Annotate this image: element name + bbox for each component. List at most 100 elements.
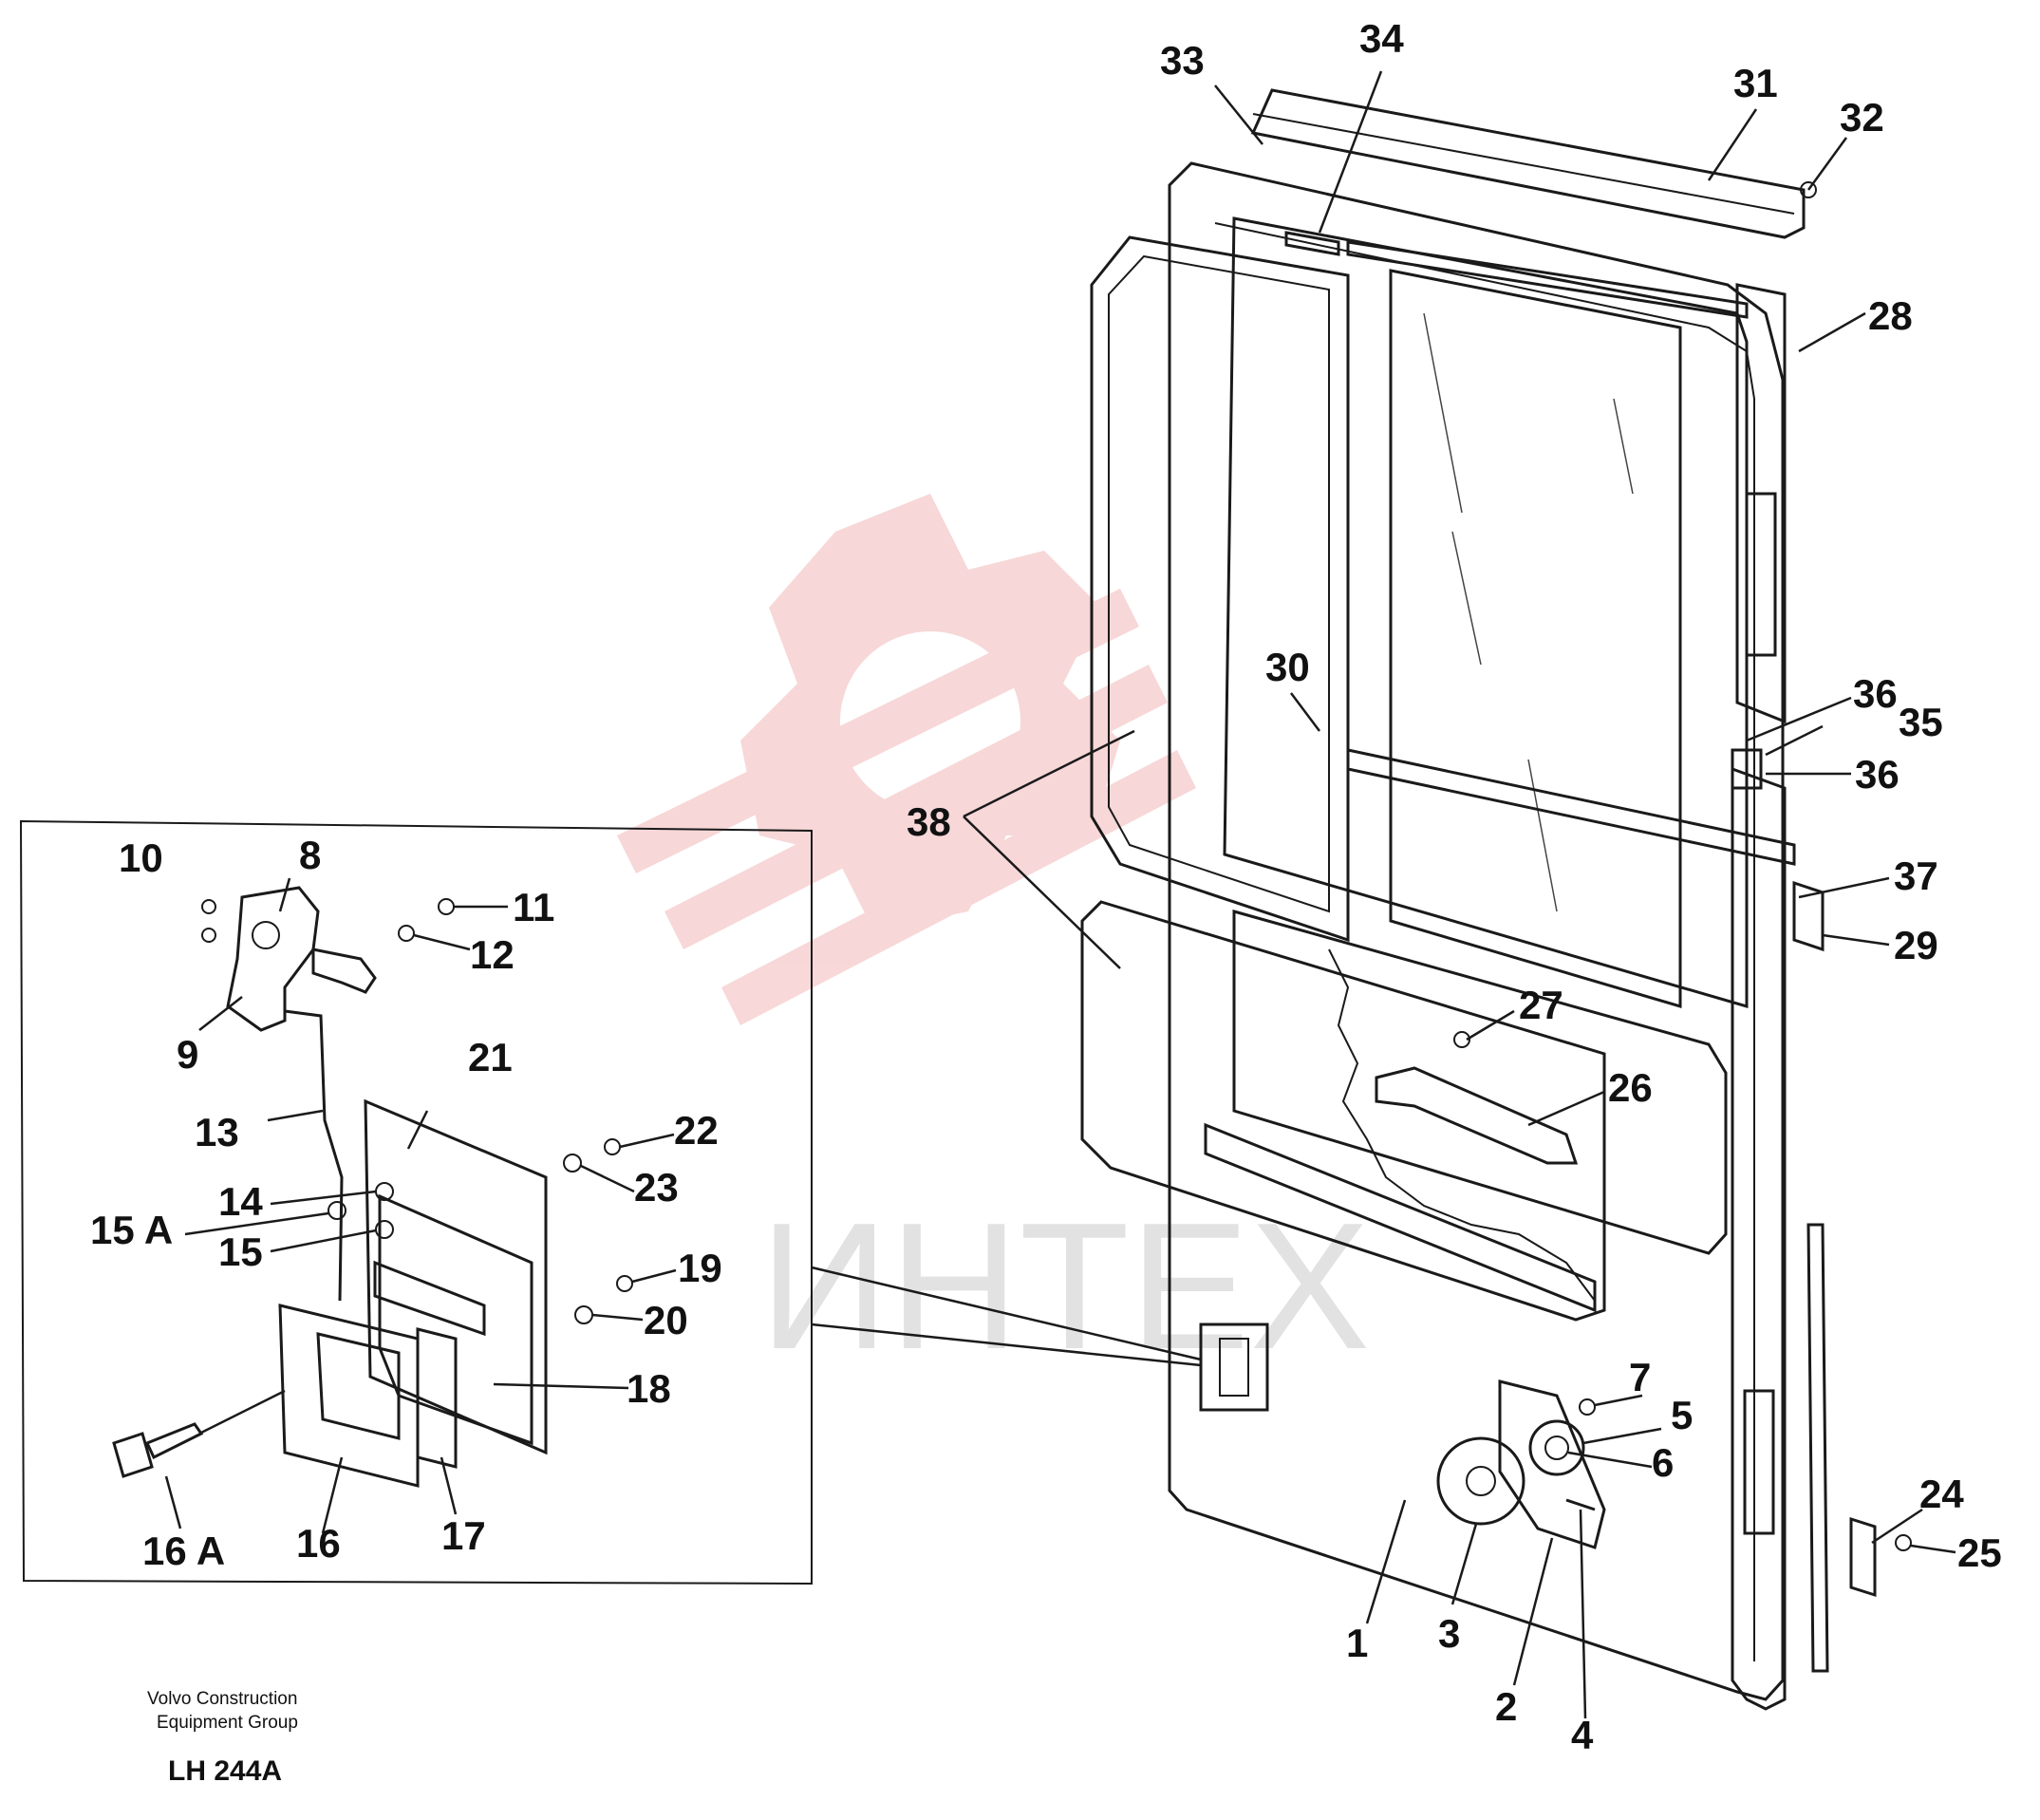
knob: [1436, 1436, 1525, 1526]
leader-31: [1707, 108, 1758, 181]
callout-22: 22: [674, 1108, 719, 1153]
leader-14: [270, 1190, 377, 1206]
detail-connector-lower: [811, 1323, 1202, 1367]
leader-7: [1594, 1394, 1643, 1407]
callout-8: 8: [299, 833, 321, 877]
leader-18: [493, 1382, 629, 1390]
leader-20: [591, 1313, 644, 1322]
glass-reflection: [1423, 312, 1463, 514]
washer-20: [574, 1305, 593, 1324]
company-line-2: Equipment Group: [157, 1713, 298, 1733]
leader-8: [278, 877, 291, 912]
lock-mechanism: [226, 886, 320, 1032]
leader-33: [1214, 84, 1263, 145]
guide-strip: [1284, 231, 1340, 256]
leader-16: [321, 1456, 344, 1534]
leader-3: [1450, 1523, 1478, 1605]
door-outer-handle: [1199, 1323, 1269, 1412]
callout-13: 13: [195, 1110, 239, 1154]
screw-7: [1579, 1398, 1596, 1416]
leader-38-lower: [963, 816, 1121, 969]
upper-guide-rail: [1346, 240, 1749, 319]
callout-14: 14: [218, 1179, 263, 1224]
callout-24: 24: [1919, 1472, 1964, 1516]
leader-lines: [164, 70, 1956, 1719]
glass-reflection: [1527, 759, 1558, 912]
leader-1: [1365, 1499, 1407, 1624]
leader-2: [1512, 1537, 1554, 1686]
lock-pivot: [252, 921, 280, 949]
leader-5: [1582, 1427, 1662, 1445]
leader-21: [406, 1110, 429, 1150]
leader-35: [1765, 724, 1824, 757]
callout-5: 5: [1671, 1393, 1693, 1437]
callout-labels: 33 34 31 32 28 30 38 36 35 36 37 29 27 2…: [90, 16, 2002, 1757]
callout-25: 25: [1957, 1530, 2002, 1575]
leader-26: [1527, 1090, 1605, 1127]
callout-9: 9: [177, 1032, 198, 1077]
callout-27: 27: [1519, 983, 1563, 1027]
leader-30: [1290, 692, 1320, 732]
top-rail-edge: [1252, 113, 1795, 215]
watermark-wing-3: [721, 750, 1196, 1025]
key-blade: [144, 1422, 204, 1460]
handle-frame-17: [416, 1327, 458, 1469]
window-seal-upper: [1090, 235, 1350, 943]
clip-15a: [328, 1201, 346, 1220]
bottom-rail: [1204, 1122, 1597, 1313]
link-rod: [284, 1009, 344, 1302]
hinge-lower: [1743, 1389, 1775, 1535]
callout-37: 37: [1894, 854, 1938, 898]
sliding-glass-pane: [1389, 269, 1682, 1009]
latch-housing: [378, 1193, 533, 1446]
bracket-29: [1792, 880, 1825, 952]
grab-handle: [1375, 1066, 1579, 1165]
clip-15: [375, 1220, 394, 1239]
mounting-plate: [364, 1098, 548, 1455]
leader-29: [1822, 933, 1890, 947]
leader-34: [1318, 70, 1383, 234]
callout-1: 1: [1346, 1621, 1368, 1665]
screw-22: [604, 1138, 621, 1155]
screw-10: [201, 899, 216, 914]
callout-30: 30: [1265, 645, 1310, 689]
watermark-text: ИНТЕХ: [759, 1186, 1370, 1387]
lower-window-opening: [1232, 910, 1728, 1255]
callout-33: 33: [1160, 38, 1205, 83]
lower-guide-rail: [1346, 748, 1796, 866]
callout-28: 28: [1868, 293, 1913, 338]
leader-17: [440, 1456, 458, 1515]
callout-29: 29: [1894, 923, 1938, 967]
leader-36-upper: [1746, 696, 1852, 742]
leader-16a: [164, 1475, 182, 1529]
leader-32: [1806, 137, 1848, 191]
pin-4: [1565, 1498, 1596, 1511]
callout-18: 18: [627, 1366, 671, 1411]
callout-36-upper: 36: [1853, 671, 1898, 716]
leader-28: [1798, 311, 1866, 353]
knob-bracket: [1498, 1379, 1606, 1549]
callout-31: 31: [1733, 61, 1778, 105]
washer-5: [1528, 1419, 1585, 1476]
callout-32: 32: [1840, 95, 1884, 140]
watermark-wing-1: [617, 589, 1139, 873]
leader-25: [1910, 1544, 1956, 1554]
handle-bezel: [278, 1304, 420, 1488]
knob-center: [1466, 1466, 1496, 1496]
drawing-code: LH 244A: [168, 1755, 282, 1787]
screw-11: [438, 898, 455, 915]
callout-12: 12: [470, 932, 515, 977]
detail-frame: [19, 819, 813, 1585]
door-panel: [1168, 161, 1785, 1701]
company-line-1: Volvo Construction: [147, 1689, 297, 1709]
screw-19: [616, 1275, 633, 1292]
watermark-wing-2: [664, 665, 1168, 949]
callout-38: 38: [907, 799, 951, 844]
hinge-upper: [1745, 492, 1777, 657]
callout-11: 11: [513, 885, 554, 929]
top-rail: [1250, 88, 1806, 239]
right-channel-lower: [1731, 766, 1787, 1711]
screw-32: [1800, 181, 1817, 198]
